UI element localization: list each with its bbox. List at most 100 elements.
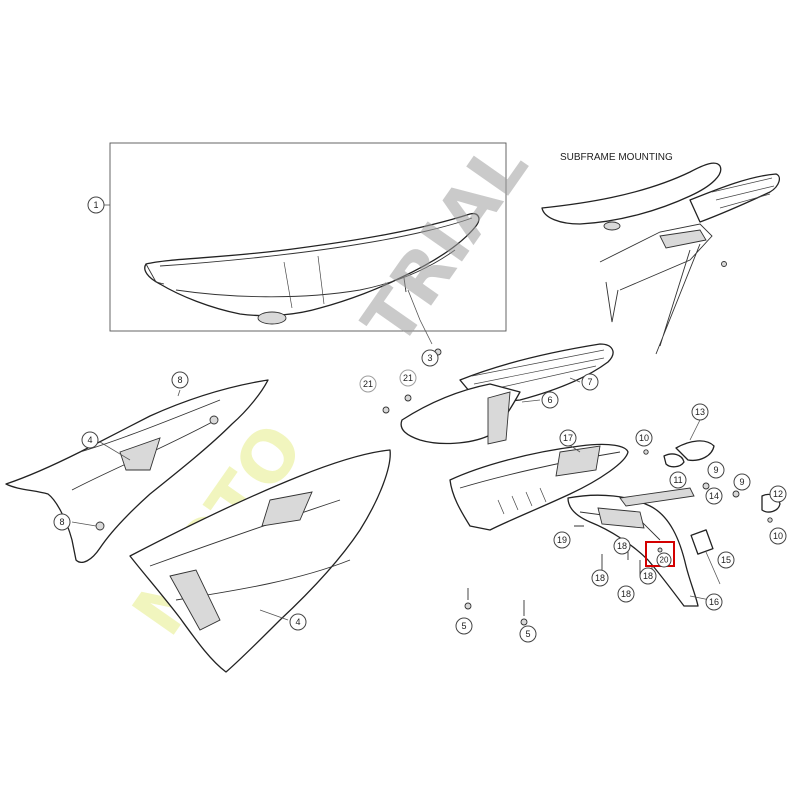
side-panel-lower-group	[129, 449, 391, 673]
callout-label: 8	[177, 375, 182, 385]
callout-15: 15	[717, 551, 735, 569]
callout-label: 13	[695, 407, 705, 417]
callout-label: 4	[87, 435, 92, 445]
callout-label: 5	[525, 629, 530, 639]
seat-group	[104, 142, 507, 356]
nut-9a	[702, 482, 710, 490]
license-holder-plate	[597, 507, 645, 529]
callout-label: 7	[587, 377, 592, 387]
leader-7	[569, 377, 581, 383]
screw-head-5a	[464, 602, 472, 610]
seat-foot	[257, 311, 287, 325]
callout-18b: 18	[613, 537, 631, 555]
nut-10a	[643, 449, 649, 455]
seat-clip	[403, 277, 407, 293]
callout-label: 11	[673, 475, 682, 485]
seat-frame-box	[109, 142, 507, 332]
callout-9b: 9	[733, 473, 751, 491]
callout-18c: 18	[617, 585, 635, 603]
callout-label: 14	[709, 491, 719, 501]
callout-21b: 21	[399, 369, 417, 387]
leader-3	[407, 289, 433, 345]
callout-18a: 18	[591, 569, 609, 587]
leader-4a	[99, 441, 131, 461]
bracket-14	[619, 487, 695, 507]
callout-label: 10	[639, 433, 649, 443]
side-panel-upper-grommet-2	[95, 521, 105, 531]
callout-label: 17	[563, 433, 573, 443]
screws-5	[467, 588, 525, 616]
subframe-rear-fender	[689, 173, 781, 223]
callout-label: 18	[595, 573, 605, 583]
subframe-fender-ribs	[711, 177, 775, 209]
seat-front-lip	[145, 263, 165, 285]
callout-label: 15	[721, 555, 731, 565]
leader-8a	[177, 389, 181, 397]
seat-part	[144, 212, 480, 317]
callout-6: 6	[541, 391, 559, 409]
callout-label: 18	[643, 571, 653, 581]
subframe-rails	[599, 223, 713, 355]
rear-mudguard-slots	[497, 487, 547, 515]
callout-1: 1	[87, 196, 105, 214]
push-rivet-b	[404, 394, 412, 402]
callout-10b: 10	[769, 527, 787, 545]
callout-8a: 8	[171, 371, 189, 389]
callout-13: 13	[691, 403, 709, 421]
license-holder-16	[567, 494, 699, 607]
screw-head-5b	[520, 618, 528, 626]
callout-label: 21	[403, 373, 413, 383]
callout-10a: 10	[635, 429, 653, 447]
callout-label: 3	[427, 353, 432, 363]
seat-seam-1	[283, 261, 293, 309]
leader-13	[689, 419, 701, 441]
leader-15	[705, 551, 721, 585]
subframe-seat	[541, 162, 722, 225]
callout-label: 16	[709, 597, 719, 607]
callout-label: 4	[295, 617, 300, 627]
callout-bubbles: 1 3 21 21 8 4 8 4 7 6 13 10 17 11 9 9 12…	[53, 196, 787, 643]
rear-fender-bracket	[487, 391, 511, 445]
callout-label: 12	[773, 489, 783, 499]
callout-label: 18	[617, 541, 627, 551]
callout-label: 19	[557, 535, 567, 545]
leader-4b	[259, 609, 289, 621]
callout-3: 3	[421, 349, 439, 367]
rear-mudguard-recess	[555, 445, 601, 477]
side-panel-upper-recess	[119, 437, 161, 471]
seat-side-edge	[175, 249, 456, 298]
rear-fender-group	[382, 343, 614, 445]
callout-5b: 5	[519, 625, 537, 643]
push-rivet-a	[382, 406, 390, 414]
callout-label: 1	[93, 200, 98, 210]
callout-4a: 4	[81, 431, 99, 449]
callout-16: 16	[705, 593, 723, 611]
side-panel-upper-group	[5, 379, 269, 563]
side-panel-upper-ridge	[79, 399, 221, 453]
screw-20-head	[657, 547, 663, 553]
callout-19: 19	[553, 531, 571, 549]
callout-label: 9	[713, 465, 718, 475]
tail-assembly-group	[449, 419, 781, 626]
callout-5a: 5	[455, 617, 473, 635]
callout-7: 7	[581, 373, 599, 391]
callout-12: 12	[769, 485, 787, 503]
callout-20: 20	[656, 552, 672, 568]
seat-top-edge	[159, 217, 473, 267]
leader-6	[521, 399, 541, 403]
indicator-11	[663, 453, 685, 468]
callout-label: 21	[363, 379, 373, 389]
reflector-15	[690, 529, 714, 555]
callout-11: 11	[669, 471, 687, 489]
nut-10b	[767, 517, 773, 523]
side-panel-upper	[5, 379, 269, 563]
side-panel-lower-crease	[149, 499, 341, 567]
seat-seam-2	[317, 255, 325, 305]
callout-label: 20	[660, 556, 669, 565]
callout-label: 5	[461, 621, 466, 631]
callout-14: 14	[705, 487, 723, 505]
side-panel-upper-grommet	[209, 415, 219, 425]
callout-label: 10	[773, 531, 783, 541]
